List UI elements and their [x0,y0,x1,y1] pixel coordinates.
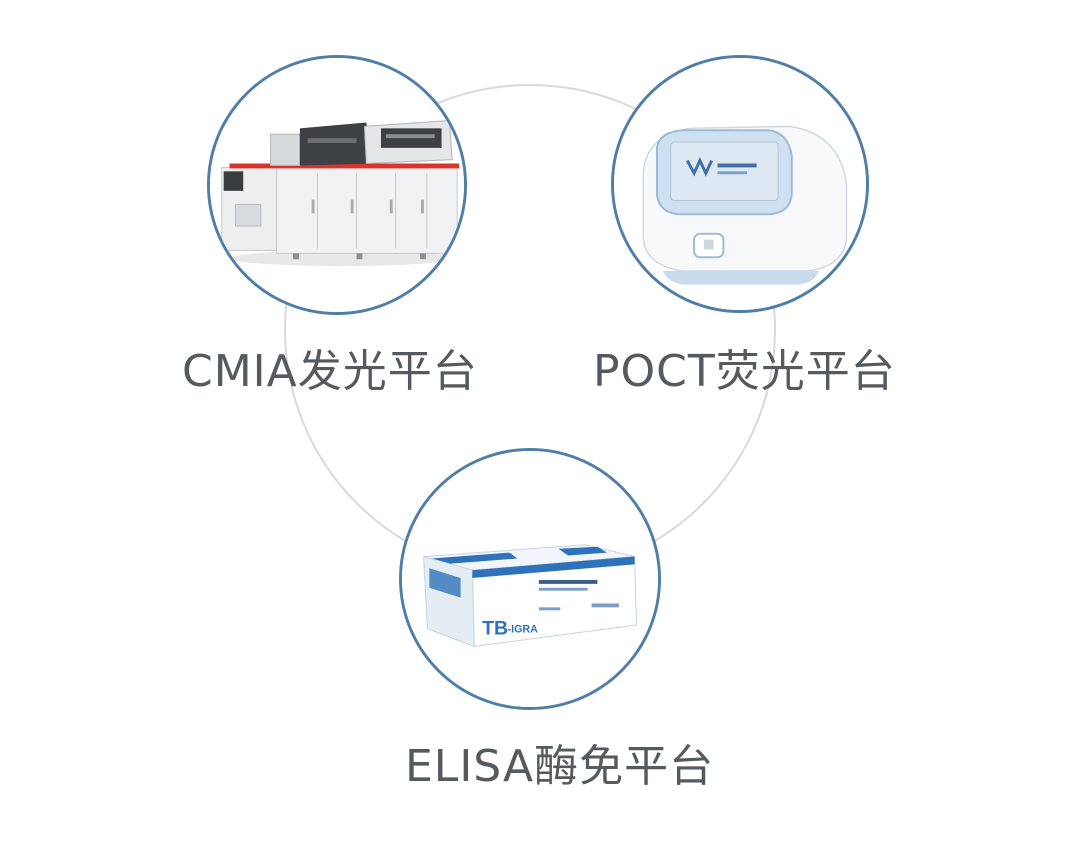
kit-brand: TB [482,618,508,640]
elisa-kit-image: TB -IGRA [399,448,661,710]
poct-analyzer-image [611,55,869,313]
screen-logo-icon [685,157,757,177]
cmia-analyzer-image [207,55,467,315]
kit-brand-suffix: -IGRA [508,624,539,636]
platform-label-poct: POCT荧光平台 [593,346,896,397]
platform-label-elisa: ELISA酶免平台 [405,741,715,792]
platform-label-cmia: CMIA发光平台 [182,346,478,397]
